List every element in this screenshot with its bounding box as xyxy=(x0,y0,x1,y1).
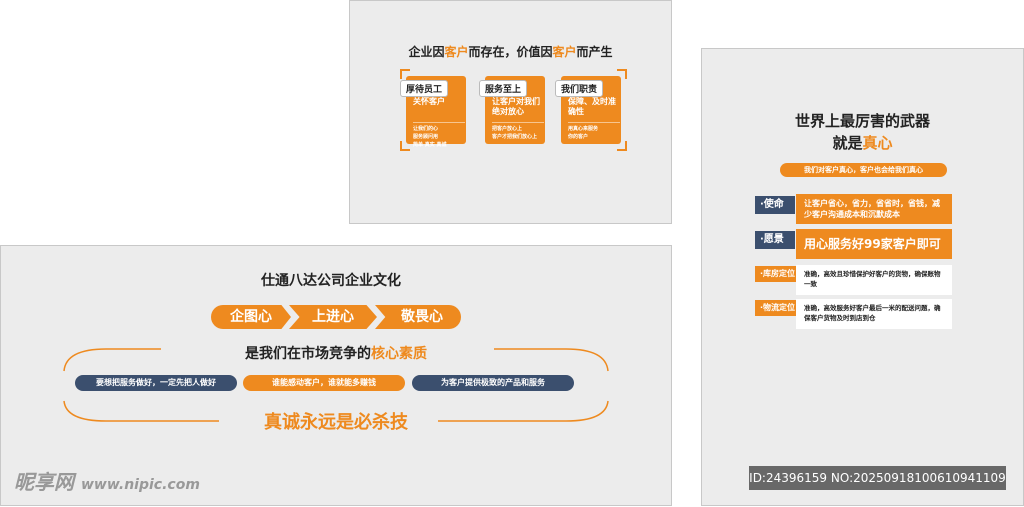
corner-bracket xyxy=(617,141,627,151)
card-tag: 服务至上 xyxy=(479,80,528,97)
card-service: 服务至上 让客户对我们绝对放心 把客户放心上客户才把我们放心上 xyxy=(479,76,545,144)
card-duty: 我们职责 保障、及时准确性 用真心来服务你的客户 xyxy=(555,76,621,144)
left-title: 仕通八达公司企业文化 xyxy=(261,273,401,289)
top-panel: 企业因客户而存在，价值因客户而产生 厚待员工 关怀客户 让我们的心服务顾问用简单… xyxy=(349,0,672,224)
banner-pill: 我们对客户真心，客户也会给我们真心 xyxy=(780,163,947,177)
motto-pill: 要想把服务做好，一定先把人做好 xyxy=(75,375,237,391)
corner-bracket xyxy=(400,141,410,151)
vision-label: ·愿景 xyxy=(755,231,795,249)
watermark-logo: 昵享网 www.nipic.com xyxy=(14,470,200,494)
card-care: 厚待员工 关怀客户 让我们的心服务顾问用简单 真实 真诚 xyxy=(400,76,466,148)
logistics-text: 准确，高效服务好客户最后一米的配送问题，确保客户货物及时到店到仓 xyxy=(796,299,952,329)
core-subtitle: 是我们在市场竞争的核心素质 xyxy=(245,346,427,362)
logistics-label: ·物流定位 xyxy=(755,300,805,316)
corner-bracket xyxy=(400,69,410,79)
card-sub: 把客户放心上客户才把我们放心上 xyxy=(492,122,544,141)
card-heading: 关怀客户 xyxy=(413,97,445,106)
card-tag: 厚待员工 xyxy=(400,80,449,97)
watermark-id: ID:24396159 NO:20250918100610941109 xyxy=(749,466,1006,490)
warehouse-text: 准确，高效且珍惜保护好客户的货物，确保账物一致 xyxy=(796,265,952,295)
motto-pill: 为客户提供极致的产品和服务 xyxy=(412,375,574,391)
card-tag: 我们职责 xyxy=(555,80,604,97)
mission-text: 让客户省心，省力，省省时，省钱，减少客户沟通成本和沉默成本 xyxy=(796,194,952,224)
value-chevron: 敬畏心 xyxy=(375,305,461,329)
slogan: 真诚永远是必杀技 xyxy=(264,412,408,433)
mission-label: ·使命 xyxy=(755,196,795,214)
top-title: 企业因客户而存在，价值因客户而产生 xyxy=(408,45,613,59)
motto-pill: 谁能感动客户，谁就能多赚钱 xyxy=(243,375,405,391)
value-chevron: 上进心 xyxy=(289,305,377,329)
warehouse-label: ·库房定位 xyxy=(755,266,805,282)
vision-text: 用心服务好99家客户即可 xyxy=(796,229,952,259)
right-title: 世界上最厉害的武器 就是真心 xyxy=(794,112,930,152)
corner-bracket xyxy=(617,69,627,79)
card-sub: 用真心来服务你的客户 xyxy=(568,122,620,141)
value-chevron: 企图心 xyxy=(211,305,291,329)
card-sub: 让我们的心服务顾问用简单 真实 真诚 xyxy=(413,122,465,149)
card-heading: 保障、及时准确性 xyxy=(568,97,616,116)
decorative-arcs xyxy=(63,348,609,422)
card-heading: 让客户对我们绝对放心 xyxy=(492,97,540,116)
